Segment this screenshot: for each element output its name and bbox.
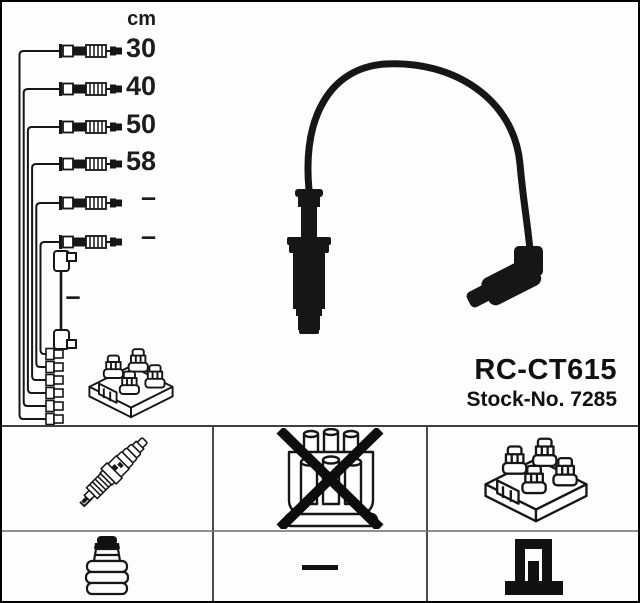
- coupler-cable: [53, 250, 77, 350]
- main-lead-drawing: [287, 60, 543, 334]
- legend-cell-distributor-cap: [214, 427, 428, 532]
- coil-terminal-stack: [45, 347, 64, 425]
- coil-connector-icon: [505, 539, 563, 595]
- plug-terminal-nut-icon: [84, 536, 130, 596]
- cable-length-2: 40: [125, 71, 156, 101]
- distributor-cap-crossed-icon: [276, 428, 384, 529]
- cable-length-6: –: [140, 221, 156, 251]
- wiring-diagram: cm 30 40 50 58 – – – RC-CT615 Stock-No. …: [2, 2, 638, 425]
- cable-length-3: 50: [125, 109, 156, 139]
- straight-boot: [287, 189, 331, 334]
- coupler-cable-length: –: [65, 281, 81, 311]
- legend-cell-coil-connector: [428, 532, 638, 601]
- plug-connectors: [58, 43, 123, 250]
- angled-boot: [466, 246, 543, 308]
- cross-out-x: [276, 428, 384, 529]
- legend-cell-spark-plug: [2, 427, 214, 532]
- stock-number: Stock-No. 7285: [466, 388, 617, 411]
- legend-cell-dash: [214, 532, 428, 601]
- part-number: RC-CT615: [474, 354, 617, 386]
- cable-length-1: 30: [125, 33, 156, 63]
- ignition-coil-icon: [484, 437, 588, 523]
- cable-length-5: –: [140, 182, 156, 212]
- cable-set-drawing: [18, 43, 543, 425]
- lead-wire: [304, 60, 534, 254]
- cable-bundle: [18, 50, 59, 420]
- part-identification: RC-CT615 Stock-No. 7285: [466, 354, 617, 412]
- legend-cell-terminal-nut: [2, 532, 214, 601]
- length-unit-header: cm: [127, 8, 156, 30]
- spark-plug-icon: [72, 431, 154, 513]
- cable-length-4: 58: [125, 146, 156, 176]
- dash-icon: [302, 565, 338, 570]
- legend-cell-ignition-coil: [428, 427, 638, 532]
- application-legend: [2, 425, 638, 601]
- ignition-coil-drawing: [88, 348, 174, 419]
